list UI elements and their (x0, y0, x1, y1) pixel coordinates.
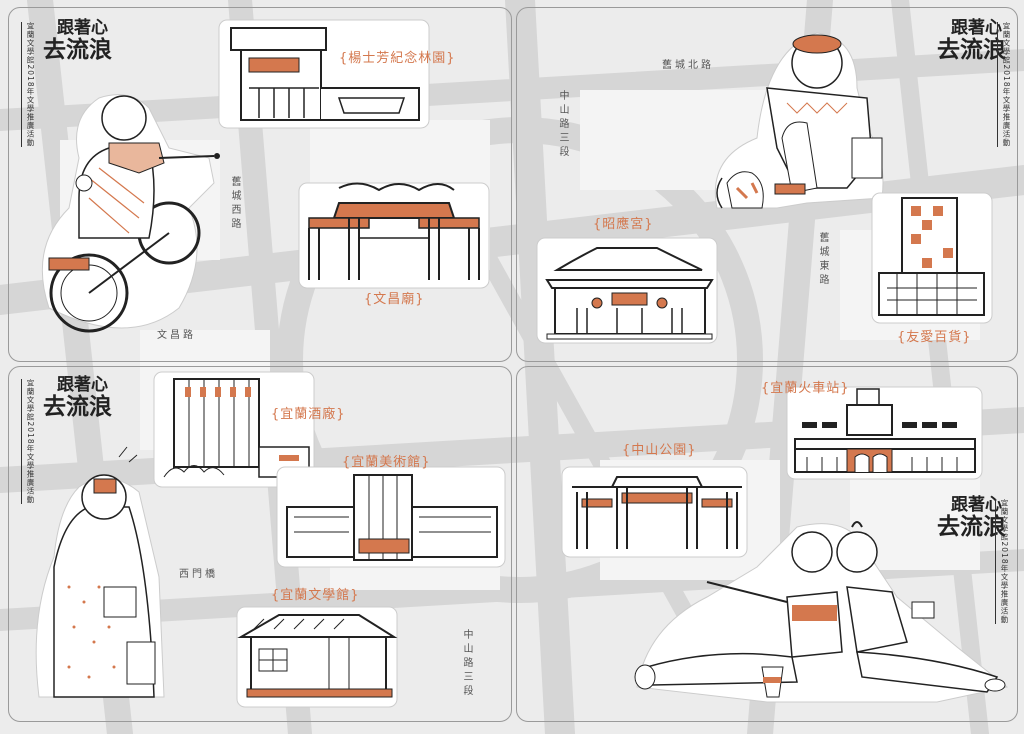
landmark-label-yilan-train-station: {宜蘭火車站} (761, 381, 850, 396)
yang-shifang-garden-building-icon (218, 19, 430, 129)
landmark-label-yilan-distillery: {宜蘭酒廠} (271, 407, 346, 422)
road-label-wenchang: 文昌路 (157, 330, 196, 341)
campaign-title-line1: 跟著心 (951, 495, 1002, 515)
wenchang-temple-gate-icon (298, 182, 490, 289)
road-label-zhongshan-sec3: 中山路三段 (461, 629, 472, 699)
campaign-title: 跟著心 去流浪 (937, 18, 1006, 63)
photographer-scene-art (35, 371, 506, 708)
yilan-art-museum-icon (276, 466, 506, 568)
sitting-man-scene-art (536, 32, 993, 344)
campaign-subtitle: 宜蘭文學館2018年文學推廣活動 (995, 499, 1010, 625)
zhongshan-park-gate-icon (561, 466, 748, 558)
cyclist-illustration (41, 94, 220, 333)
campaign-title-line1: 跟著心 (951, 18, 1002, 38)
campaign-subtitle: 宜蘭文學館2018年文學推廣活動 (21, 22, 36, 148)
campaign-title: 跟著心 去流浪 (43, 18, 112, 63)
road-label-jiucheng-west: 舊城西路 (229, 176, 240, 232)
landmark-label-zhongshan-park: {中山公園} (622, 443, 697, 458)
postcard-bottom-right: 跟著心 去流浪 宜蘭文學館2018年文學推廣活動 {宜蘭火車站} {中山公園} (516, 366, 1018, 722)
landmark-label-wenchang-temple: {文昌廟} (364, 292, 425, 307)
campaign-title-line2: 去流浪 (43, 392, 112, 420)
landmark-label-zhaoying-temple: {昭應宮} (593, 217, 654, 232)
campaign-title-line1: 跟著心 (57, 18, 108, 38)
campaign-title: 跟著心 去流浪 (937, 495, 1006, 540)
sitting-man-with-cat-illustration (714, 32, 884, 209)
landmark-label-yilan-art-museum: {宜蘭美術館} (342, 455, 431, 470)
road-label-ximen-bridge: 西門橋 (179, 569, 218, 580)
landmark-label-yang-shifang: {楊士芳紀念林園} (339, 51, 456, 66)
road-label-zhongshan-sec3: 中山路三段 (557, 90, 568, 160)
campaign-subtitle: 宜蘭文學館2018年文學推廣活動 (21, 379, 36, 505)
campaign-title: 跟著心 去流浪 (43, 375, 112, 420)
yilan-literary-museum-icon (236, 606, 398, 708)
landmark-label-youai-department-store: {友愛百貨} (897, 330, 972, 345)
photographer-woman-illustration (35, 446, 165, 698)
postcard-top-left: 跟著心 去流浪 宜蘭文學館2018年文學推廣活動 {楊士芳紀念林園} {文昌廟}… (8, 7, 512, 362)
postcard-top-right: 跟著心 去流浪 宜蘭文學館2018年文學推廣活動 {昭應宮} {友愛百貨} 舊城… (516, 7, 1018, 362)
reading-couple-illustration (634, 521, 1009, 703)
zhaoying-temple-icon (536, 237, 718, 344)
yilan-distillery-icon (153, 371, 315, 488)
cyclist-scene-art (41, 19, 490, 333)
campaign-title-line2: 去流浪 (937, 35, 1006, 63)
campaign-title-line2: 去流浪 (937, 512, 1006, 540)
landmark-label-yilan-literary-museum: {宜蘭文學館} (271, 588, 360, 603)
yilan-train-station-icon (786, 386, 983, 480)
campaign-subtitle: 宜蘭文學館2018年文學推廣活動 (997, 22, 1012, 148)
road-label-jiucheng-east: 舊城東路 (817, 232, 828, 288)
postcard-bottom-left: 跟著心 去流浪 宜蘭文學館2018年文學推廣活動 {宜蘭酒廠} {宜蘭美術館} … (8, 366, 512, 722)
youai-department-store-icon (871, 192, 993, 324)
campaign-title-line1: 跟著心 (57, 375, 108, 395)
reading-couple-scene-art (561, 386, 1009, 703)
campaign-title-line2: 去流浪 (43, 35, 112, 63)
road-label-jiucheng-north: 舊城北路 (662, 60, 714, 71)
